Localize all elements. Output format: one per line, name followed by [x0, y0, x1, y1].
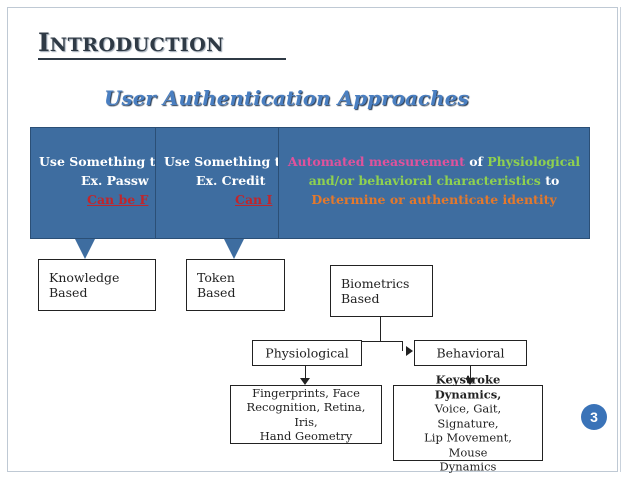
phys-examples-line3: Hand Geometry	[259, 429, 353, 443]
title-rest: NTRODUCTION	[49, 34, 225, 56]
callout-knowledge-line3: Can be F	[87, 192, 149, 207]
slide-subtitle: User Authentication Approaches	[104, 86, 469, 110]
callout-biometrics: Automated measurement of Physiological a…	[278, 127, 590, 239]
callout-knowledge-tail	[75, 239, 95, 259]
title-initial: I	[38, 28, 50, 57]
connector-to-behavioral	[402, 341, 403, 351]
callout-bio-line3: Determine or authenticate identity	[311, 192, 557, 207]
phys-examples-line2: Recognition, Retina, Iris,	[246, 400, 366, 429]
callout-bio-to: to	[540, 173, 560, 188]
behavioral-examples: Keystroke Dynamics,Voice, Gait, Signatur…	[394, 372, 542, 474]
biometrics-label-line1: Biometrics	[341, 276, 410, 291]
callout-knowledge-line1: Use Something t	[39, 154, 156, 169]
arrowhead-down-phys	[300, 378, 310, 385]
title-underline	[38, 58, 286, 60]
callout-bio-physiological: Physiological	[487, 154, 581, 169]
callout-bio-line2: and/or behavioral characteristics to	[279, 171, 589, 190]
behavioral-examples-box: Keystroke Dynamics,Voice, Gait, Signatur…	[393, 372, 543, 473]
callout-token-tail	[224, 239, 244, 259]
beh-examples-line3: Lip Movement, Mouse	[424, 430, 512, 459]
arrowhead-down-beh	[465, 378, 475, 385]
slide-side-rule	[620, 7, 621, 472]
callout-bio-line1: Automated measurement of Physiological	[279, 152, 589, 171]
connector-bio-down	[380, 317, 381, 341]
arrowhead-right-behavioral	[406, 346, 413, 356]
callout-bio-behavioral: and/or behavioral characteristics	[308, 173, 541, 188]
beh-examples-line2: Voice, Gait, Signature,	[434, 401, 502, 430]
knowledge-label-line1: Knowledge	[49, 270, 120, 285]
callout-knowledge-line2: Ex. Passw	[81, 173, 149, 188]
callout-bio-automated: Automated measurement	[287, 154, 465, 169]
knowledge-label-line2: Based	[49, 285, 88, 300]
physiological-label: Physiological	[265, 345, 349, 361]
callout-bio-of: of	[464, 154, 488, 169]
connector-phys-down	[305, 366, 306, 380]
page-number-badge: 3	[581, 404, 607, 430]
phys-examples-line1: Fingerprints, Face	[252, 385, 360, 400]
connector-bio-split	[360, 341, 402, 342]
physiological-box: Physiological	[252, 340, 362, 366]
slide-frame	[7, 7, 618, 472]
biometrics-label-line2: Based	[341, 291, 380, 306]
callout-token-line1: Use Something t	[164, 154, 281, 169]
beh-examples-line4: Dynamics	[439, 459, 497, 474]
token-label-line1: Token	[197, 270, 235, 285]
beh-examples-line1: Keystroke Dynamics,	[434, 372, 502, 401]
behavioral-label: Behavioral	[436, 345, 505, 361]
connector-beh-down	[470, 366, 471, 380]
token-label-line2: Based	[197, 285, 236, 300]
callout-token-line3: Can I	[235, 192, 273, 207]
slide-title: INTRODUCTION	[38, 28, 224, 57]
callout-token-line2: Ex. Credit	[196, 173, 266, 188]
behavioral-box: Behavioral	[414, 340, 527, 366]
